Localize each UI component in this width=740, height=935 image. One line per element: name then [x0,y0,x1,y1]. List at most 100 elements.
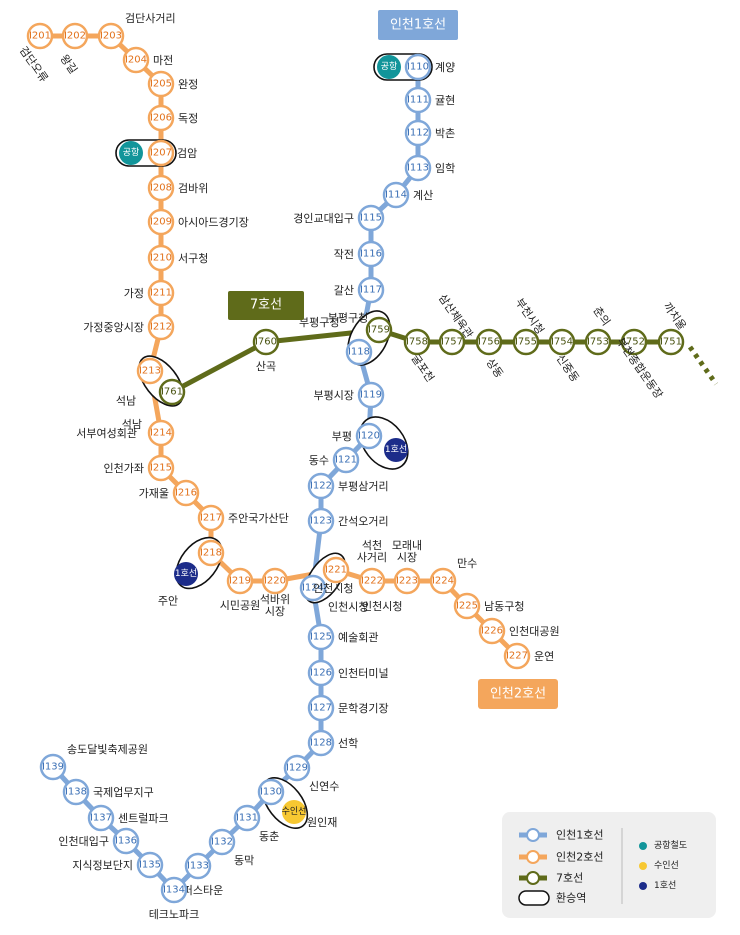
station-name: 석남 [116,395,136,408]
station-code: I130 [260,787,282,798]
station-marker [136,357,164,385]
station-code: I110 [407,62,429,73]
station-code: I218 [200,548,222,559]
station-marker [332,446,360,474]
line1-name-box[interactable]: 인천1호선 [378,10,458,40]
station-marker [147,419,175,447]
station-marker [147,139,175,167]
station-code: I756 [478,337,500,348]
station-name: 부평삼거리 [338,480,389,493]
station-i130[interactable]: I130 원인재 [257,778,337,829]
station-marker [365,316,393,344]
station-name: 가정중앙시장 [83,321,144,334]
station-code: I114 [385,190,407,201]
station-name: 신연수 [309,780,339,793]
airport-transfer-gyeyang-label: 공항 [381,61,398,72]
station-code: I221 [325,565,347,576]
station-code: I222 [361,576,383,587]
transfer-capsule-seongnam [138,355,184,407]
line2-name-box[interactable]: 인천2호선 [478,679,558,709]
line7-name-box[interactable]: 7호선 [228,291,304,320]
station-code: I128 [310,738,332,749]
station-name: 원인재 [307,816,337,829]
station-code: I139 [42,762,64,773]
station-name: 독정 [178,112,198,125]
station-marker [512,328,540,356]
station-marker [393,567,421,595]
station-marker [26,22,54,50]
station-marker [208,828,236,856]
legend-airport: 공항철도 [654,840,687,851]
station-name: 굴포천 [409,351,438,384]
station-name: 부평시장 [314,389,354,402]
station-name: 부평 [332,430,352,443]
legend-line7: 7호선 [556,872,583,885]
